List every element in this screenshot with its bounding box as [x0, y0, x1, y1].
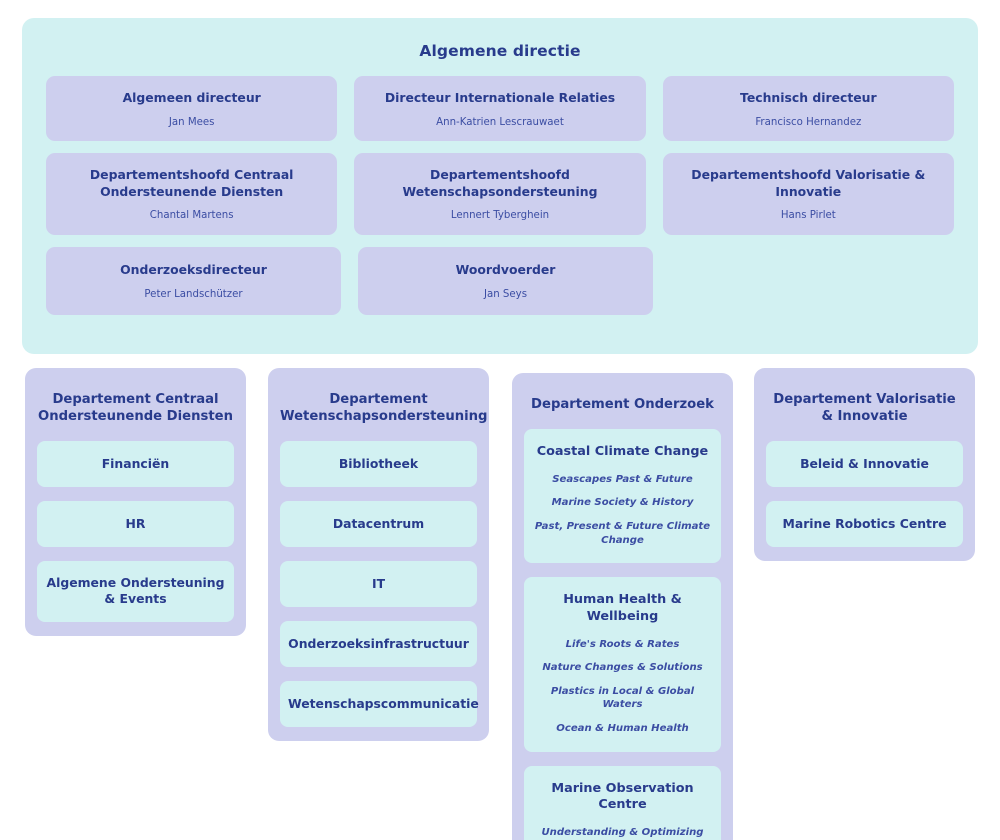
person-name: Hans Pirlet — [780, 210, 836, 222]
group-subitem: Seascapes Past & Future — [552, 473, 693, 485]
department-column-wetenschapsondersteuning: Departement Wetenschapsondersteuning Bib… — [268, 368, 489, 742]
unit-financien[interactable]: Financiën — [37, 441, 234, 488]
group-subitem: Marine Society & History — [551, 497, 694, 509]
department-title: Departement Wetenschapsondersteuning — [280, 392, 488, 425]
department-column-onderzoek: Departement Onderzoek Coastal Climate Ch… — [512, 373, 733, 840]
board-title: Algemene directie — [419, 42, 581, 60]
person-name: Peter Landschützer — [144, 288, 243, 300]
management-card-woordvoerder[interactable]: Woordvoerder Jan Seys — [358, 246, 653, 315]
department-column-valorisatie-innovatie: Departement Valorisatie & Innovatie Bele… — [754, 368, 975, 562]
unit-label: Marine Robotics Centre — [782, 516, 947, 532]
department-title: Departement Centraal Ondersteunende Dien… — [38, 392, 233, 425]
group-subitem: Nature Changes & Solutions — [542, 662, 703, 674]
unit-label: Financiën — [101, 456, 170, 472]
unit-label: Onderzoeksinfrastructuur — [288, 636, 469, 652]
management-card-departementshoofd-valorisatie-innovatie[interactable]: Departementshoofd Valorisatie & Innovati… — [662, 152, 954, 235]
unit-wetenschapscommunicatie[interactable]: Wetenschapscommunicatie — [280, 681, 479, 728]
research-group-marine-observation-centre[interactable]: Marine Observation Centre Understanding … — [524, 765, 721, 840]
group-subitem: Ocean & Human Health — [556, 723, 689, 735]
management-row-3: Onderzoeksdirecteur Peter Landschützer W… — [36, 246, 964, 315]
person-name: Ann-Katrien Lescrauwaet — [436, 116, 564, 128]
role-label: Onderzoeksdirecteur — [120, 262, 267, 278]
management-card-departementshoofd-wetenschapsondersteuning[interactable]: Departementshoofd Wetenschapsondersteuni… — [354, 152, 646, 235]
role-label: Woordvoerder — [455, 262, 556, 278]
algemene-directie-board: Algemene directie Algemeen directeur Jan… — [22, 18, 978, 354]
group-subitem: Past, Present & Future Climate Change — [534, 521, 711, 546]
unit-label: Beleid & Innovatie — [800, 456, 929, 472]
research-group-human-health-wellbeing[interactable]: Human Health & Wellbeing Life's Roots & … — [524, 577, 721, 752]
unit-label: IT — [371, 576, 386, 592]
management-row-2: Departementshoofd Centraal Ondersteunend… — [36, 152, 964, 235]
person-name: Francisco Hernandez — [755, 116, 862, 128]
management-row-1: Algemeen directeur Jan Mees Directeur In… — [36, 76, 964, 141]
department-title: Departement Onderzoek — [531, 397, 714, 412]
person-name: Jan Seys — [483, 288, 527, 300]
group-subitem: Life's Roots & Rates — [565, 638, 680, 650]
role-label: Departementshoofd Centraal Ondersteunend… — [89, 166, 294, 199]
management-card-directeur-internationale-relaties[interactable]: Directeur Internationale Relaties Ann-Ka… — [354, 76, 646, 141]
group-label: Coastal Climate Change — [536, 444, 709, 460]
unit-algemene-ondersteuning-events[interactable]: Algemene Ondersteuning & Events — [37, 561, 234, 622]
unit-label: Wetenschapscommunicatie — [288, 696, 479, 712]
role-label: Technisch directeur — [740, 90, 877, 105]
group-subitem: Understanding & Optimizing Observations — [541, 826, 704, 838]
group-label: Marine Observation Centre — [551, 780, 694, 813]
role-label: Departementshoofd Wetenschapsondersteuni… — [402, 166, 598, 199]
unit-label: HR — [125, 516, 146, 532]
unit-label: Datacentrum — [332, 516, 425, 532]
management-card-departementshoofd-centraal-ondersteunende-diensten[interactable]: Departementshoofd Centraal Ondersteunend… — [46, 152, 338, 235]
unit-label: Algemene Ondersteuning & Events — [46, 575, 225, 607]
unit-it[interactable]: IT — [280, 561, 477, 608]
group-subitem: Plastics in Local & Global Waters — [550, 685, 695, 711]
person-name: Chantal Martens — [149, 210, 234, 222]
department-column-centraal-ondersteunende-diensten: Departement Centraal Ondersteunende Dien… — [25, 368, 246, 636]
research-group-coastal-climate-change[interactable]: Coastal Climate Change Seascapes Past & … — [524, 429, 721, 564]
person-name: Lennert Tyberghein — [450, 210, 550, 222]
unit-beleid-innovatie[interactable]: Beleid & Innovatie — [766, 441, 963, 488]
group-label: Human Health & Wellbeing — [563, 592, 682, 624]
department-title: Departement Valorisatie & Innovatie — [773, 392, 956, 425]
unit-hr[interactable]: HR — [37, 501, 234, 548]
management-card-onderzoeksdirecteur[interactable]: Onderzoeksdirecteur Peter Landschützer — [46, 246, 341, 315]
management-card-technisch-directeur[interactable]: Technisch directeur Francisco Hernandez — [662, 76, 954, 141]
unit-label: Bibliotheek — [338, 456, 419, 472]
role-label: Directeur Internationale Relaties — [384, 90, 616, 105]
unit-marine-robotics-centre[interactable]: Marine Robotics Centre — [766, 501, 963, 548]
management-card-algemeen-directeur[interactable]: Algemeen directeur Jan Mees — [46, 76, 338, 141]
unit-datacentrum[interactable]: Datacentrum — [280, 501, 477, 548]
unit-bibliotheek[interactable]: Bibliotheek — [280, 441, 477, 488]
unit-onderzoeksinfrastructuur[interactable]: Onderzoeksinfrastructuur — [280, 621, 477, 668]
role-label: Departementshoofd Valorisatie & Innovati… — [691, 166, 926, 199]
person-name: Jan Mees — [168, 116, 215, 128]
role-label: Algemeen directeur — [122, 90, 261, 105]
